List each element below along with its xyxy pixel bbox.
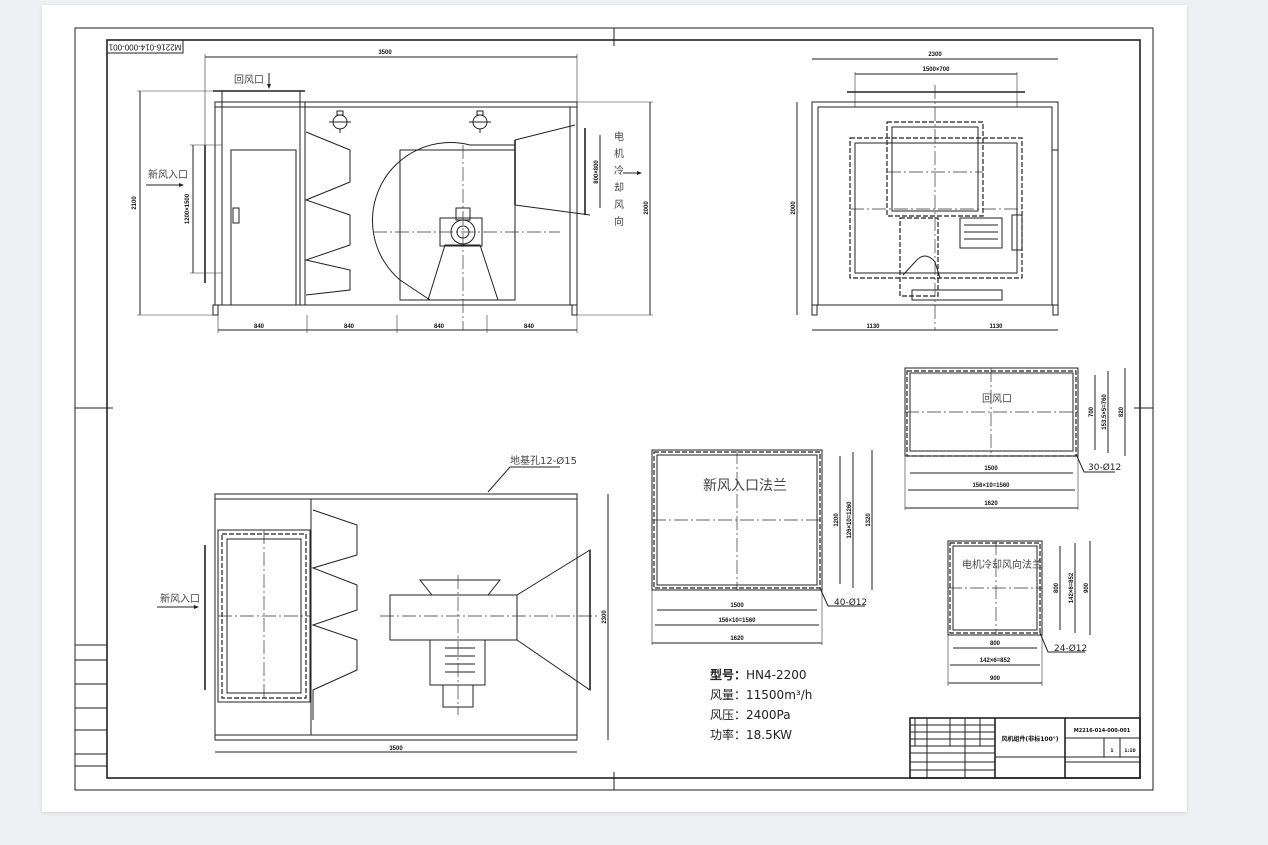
dim: 800 — [1054, 582, 1060, 593]
revision-sidebar — [75, 644, 107, 767]
quantity: 1 — [1110, 748, 1113, 754]
dim: 142×6=852 — [1069, 572, 1075, 603]
motor-cooling-label: 电 机 冷 却 风 向 — [614, 130, 624, 228]
spec-pressure: 风压：2400Pa — [710, 708, 791, 722]
fresh-air-flange: 新风入口法兰 1200 126×10=1260 1320 1500 156×10… — [651, 449, 873, 645]
svg-text:机: 机 — [614, 147, 624, 160]
dim: 900 — [990, 676, 1001, 682]
dim-segment: 1130 — [866, 324, 880, 330]
centrifugal-fan — [371, 124, 591, 330]
front-view: 3500 回风口 2100 1200×1500 新风入口 — [132, 50, 653, 333]
holes-label: 24-Ø12 — [1054, 643, 1087, 654]
dim: 1500 — [984, 466, 998, 472]
dim-segment: 840 — [344, 324, 355, 330]
spec-power: 功率：18.5KW — [710, 727, 792, 742]
dim: 1200 — [834, 513, 840, 527]
dim-height: 2000 — [791, 201, 797, 215]
drawing-frame: M2216-014-000-001 — [74, 27, 1154, 791]
spec-model: 型号：HN4-2200 — [710, 667, 807, 682]
dim-height-right: 2000 — [644, 201, 650, 215]
lamp-icon — [329, 110, 351, 133]
title-drawing-number: M2216-014-000-001 — [1074, 728, 1131, 734]
holes-label: 30-Ø12 — [1088, 462, 1121, 473]
dim: 126×10=1260 — [847, 501, 853, 539]
drawing-sheet — [42, 5, 1187, 812]
svg-text:电: 电 — [614, 130, 624, 143]
dim: 820 — [1119, 406, 1125, 417]
flange-label: 回风口 — [982, 393, 1012, 405]
fresh-air-label: 新风入口 — [148, 168, 188, 181]
part-name: 风机组件(非标100°) — [1001, 735, 1058, 743]
dim-inlet: 1200×1500 — [185, 193, 191, 224]
dim: 700 — [1089, 406, 1095, 417]
fresh-air-label: 新风入口 — [160, 592, 200, 605]
dim-width: 3500 — [378, 50, 392, 56]
dim: 156×10=1560 — [718, 618, 756, 624]
dim: 1500 — [730, 603, 744, 609]
flange-label: 电机冷却风向法兰 — [962, 558, 1042, 571]
flange-label: 新风入口法兰 — [703, 478, 787, 494]
plan-view: 地基孔12-Ø15 新风入口 3500 2300 — [157, 454, 609, 753]
return-air-label: 回风口 — [234, 74, 264, 86]
motor-cooling-flange: 电机冷却风向法兰 800 142×6=852 900 800 142×6=852… — [947, 540, 1091, 686]
svg-text:风: 风 — [614, 199, 624, 211]
dim-height-left: 2100 — [132, 196, 138, 210]
dim: 153.5×5=760 — [1102, 394, 1108, 430]
dim: 800 — [990, 641, 1001, 647]
dim-segment: 840 — [254, 324, 265, 330]
dim: 1320 — [866, 513, 872, 527]
dim-width: 2300 — [928, 52, 942, 58]
return-air-flange: 回风口 700 153.5×5=760 820 1500 156×10=1560… — [904, 367, 1126, 510]
holes-label: 40-Ø12 — [834, 597, 867, 608]
dim-segment: 840 — [434, 324, 445, 330]
dim-segment: 840 — [524, 324, 535, 330]
foundation-holes-label: 地基孔12-Ø15 — [510, 454, 577, 467]
dim: 900 — [1084, 582, 1090, 593]
dim: 1620 — [984, 501, 998, 507]
svg-text:冷: 冷 — [614, 164, 624, 177]
svg-text:却: 却 — [614, 182, 624, 194]
scale: 1:10 — [1124, 748, 1135, 754]
dim-segment: 1130 — [989, 324, 1003, 330]
dim-depth: 2300 — [602, 610, 608, 624]
drawing-number-rotated: M2216-014-000-001 — [108, 42, 181, 51]
dim-outlet: 800×800 — [594, 160, 600, 184]
dim: 142×6=852 — [980, 658, 1011, 664]
title-block: 风机组件(非标100°) M2216-014-000-001 1 1:10 — [909, 717, 1141, 779]
specifications: 型号：HN4-2200 风量：11500m³/h 风压：2400Pa 功率：18… — [710, 667, 812, 742]
dim: 1620 — [730, 636, 744, 642]
lamp-icon — [469, 110, 491, 133]
side-view: 2300 1500×700 2000 1130 1130 — [791, 52, 1059, 331]
dim-top: 1500×700 — [923, 67, 951, 73]
fan-plan — [380, 549, 600, 715]
dim-width: 3500 — [389, 746, 403, 752]
svg-text:向: 向 — [614, 215, 624, 228]
spec-airflow: 风量：11500m³/h — [710, 688, 812, 702]
dim: 156×10=1560 — [972, 483, 1010, 489]
